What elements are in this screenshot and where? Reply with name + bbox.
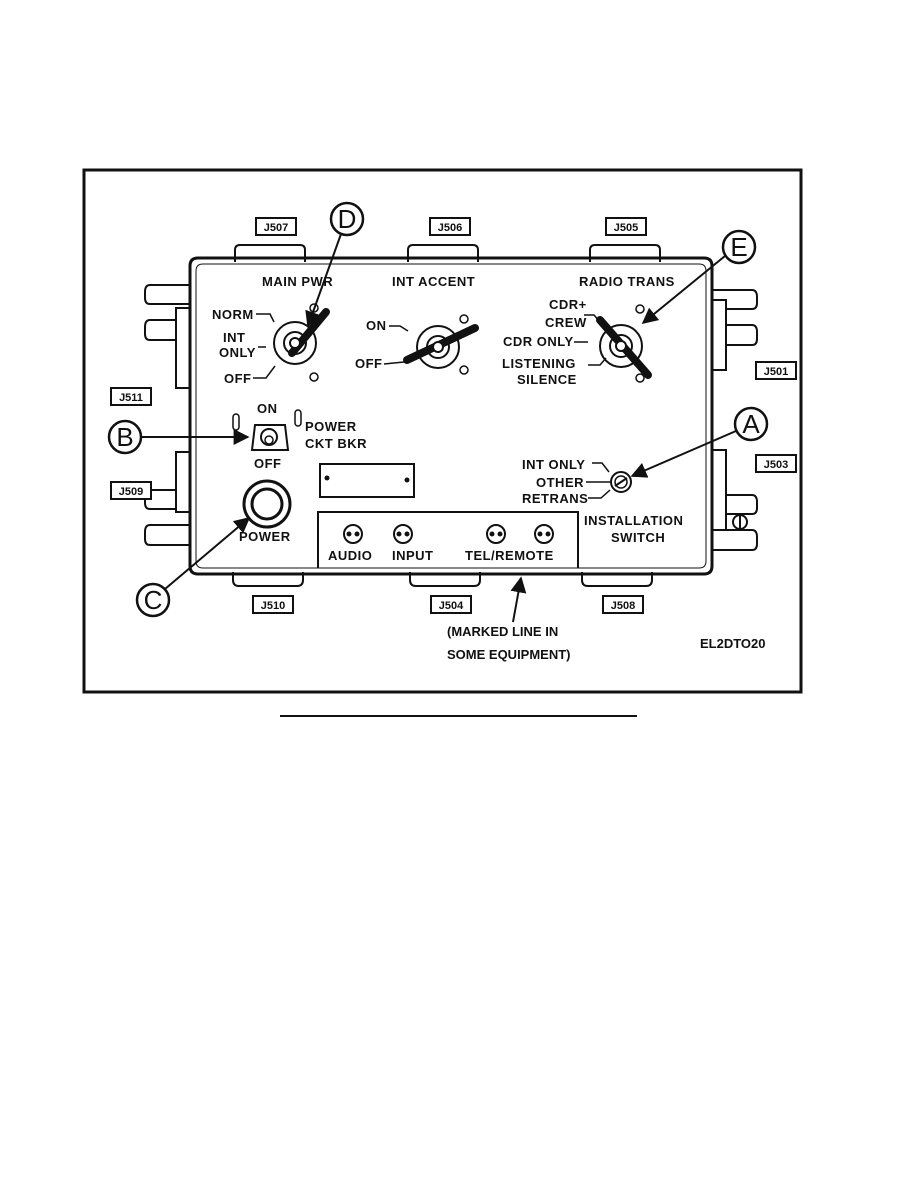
audio-jack[interactable] <box>343 524 363 544</box>
radio-trans-cdr-plus-label: CDR+ <box>549 297 587 312</box>
callout-d-letter: D <box>338 204 357 234</box>
radio-trans-silence-label: SILENCE <box>517 372 577 387</box>
tel-jack[interactable] <box>486 524 506 544</box>
power-indicator-lamp: POWER <box>239 479 292 544</box>
radio-trans-crew-label: CREW <box>545 315 587 330</box>
marked-line-note: (MARKED LINE IN SOME EQUIPMENT) <box>447 576 571 662</box>
connector-j511-label: J511 <box>119 392 143 404</box>
callout-a: A <box>630 406 769 478</box>
mounting-brackets <box>144 284 758 551</box>
installation-switch-label: SWITCH <box>611 530 665 545</box>
connector-j508-label: J508 <box>611 600 635 612</box>
installation-retrans-label: RETRANS <box>522 491 588 506</box>
radio-trans-listening-label: LISTENING <box>502 356 576 371</box>
ckt-bkr-on-label: ON <box>257 401 278 416</box>
radio-trans-title: RADIO TRANS <box>579 274 675 289</box>
power-lamp-label: POWER <box>239 529 291 544</box>
callout-b-letter: B <box>116 422 133 452</box>
radio-trans-cdr-only-label: CDR ONLY <box>503 334 574 349</box>
installation-title-label: INSTALLATION <box>584 513 683 528</box>
installation-switch[interactable]: INT ONLY OTHER RETRANS INSTALLATION SWIT… <box>522 457 683 545</box>
connector-j504-label: J504 <box>439 600 464 612</box>
connector-j503-label: J503 <box>764 459 788 471</box>
callout-e: E <box>641 229 757 325</box>
audio-jack-label: AUDIO <box>328 548 372 563</box>
int-accent-on-label: ON <box>366 318 387 333</box>
main-pwr-switch[interactable]: MAIN PWR NORM INT ONLY OFF <box>212 274 333 386</box>
callout-b: B <box>107 419 250 455</box>
ckt-bkr-off-label: OFF <box>254 456 282 471</box>
input-jack-label: INPUT <box>392 548 434 563</box>
connector-j505-label: J505 <box>614 222 638 234</box>
power-circuit-breaker[interactable]: ON OFF POWER CKT BKR <box>232 401 367 471</box>
nameplate <box>319 463 415 498</box>
installation-int-only-label: INT ONLY <box>522 457 585 472</box>
note-line-1: (MARKED LINE IN <box>447 624 558 639</box>
main-pwr-int-label: INT <box>223 330 245 345</box>
connector-j507-label: J507 <box>264 222 288 234</box>
ckt-bkr-title-label: CKT BKR <box>305 436 367 451</box>
radio-trans-switch[interactable]: RADIO TRANS CDR+ CREW CDR ONLY LISTENING… <box>502 274 675 387</box>
chassis <box>188 256 714 576</box>
callout-e-letter: E <box>730 232 747 262</box>
callout-c-letter: C <box>144 585 163 615</box>
input-jack[interactable] <box>393 524 413 544</box>
main-pwr-off-label: OFF <box>224 371 252 386</box>
connector-j501-label: J501 <box>764 366 788 378</box>
callout-c: C <box>135 516 251 618</box>
remote-jack[interactable] <box>534 524 554 544</box>
main-pwr-only-label: ONLY <box>219 345 256 360</box>
connector-labels: J507 J506 J505 J501 J511 J509 J503 J510 … <box>110 217 797 614</box>
figure-id: EL2DTO20 <box>700 636 766 651</box>
int-accent-title: INT ACCENT <box>392 274 475 289</box>
tel-remote-jack-label: TEL/REMOTE <box>465 548 554 563</box>
connector-j510-label: J510 <box>261 600 285 612</box>
callout-a-letter: A <box>742 409 760 439</box>
main-pwr-norm-label: NORM <box>212 307 254 322</box>
installation-other-label: OTHER <box>536 475 584 490</box>
main-pwr-title: MAIN PWR <box>262 274 333 289</box>
int-accent-off-label: OFF <box>355 356 383 371</box>
ckt-bkr-power-label: POWER <box>305 419 357 434</box>
callout-d: D <box>305 201 365 328</box>
int-accent-switch[interactable]: INT ACCENT ON OFF <box>355 274 479 375</box>
side-connectors <box>175 299 748 531</box>
audio-jacks <box>343 524 554 544</box>
note-line-2: SOME EQUIPMENT) <box>447 647 571 662</box>
connector-j509-label: J509 <box>119 486 143 498</box>
figure-frame <box>82 168 803 694</box>
connector-j506-label: J506 <box>438 222 462 234</box>
